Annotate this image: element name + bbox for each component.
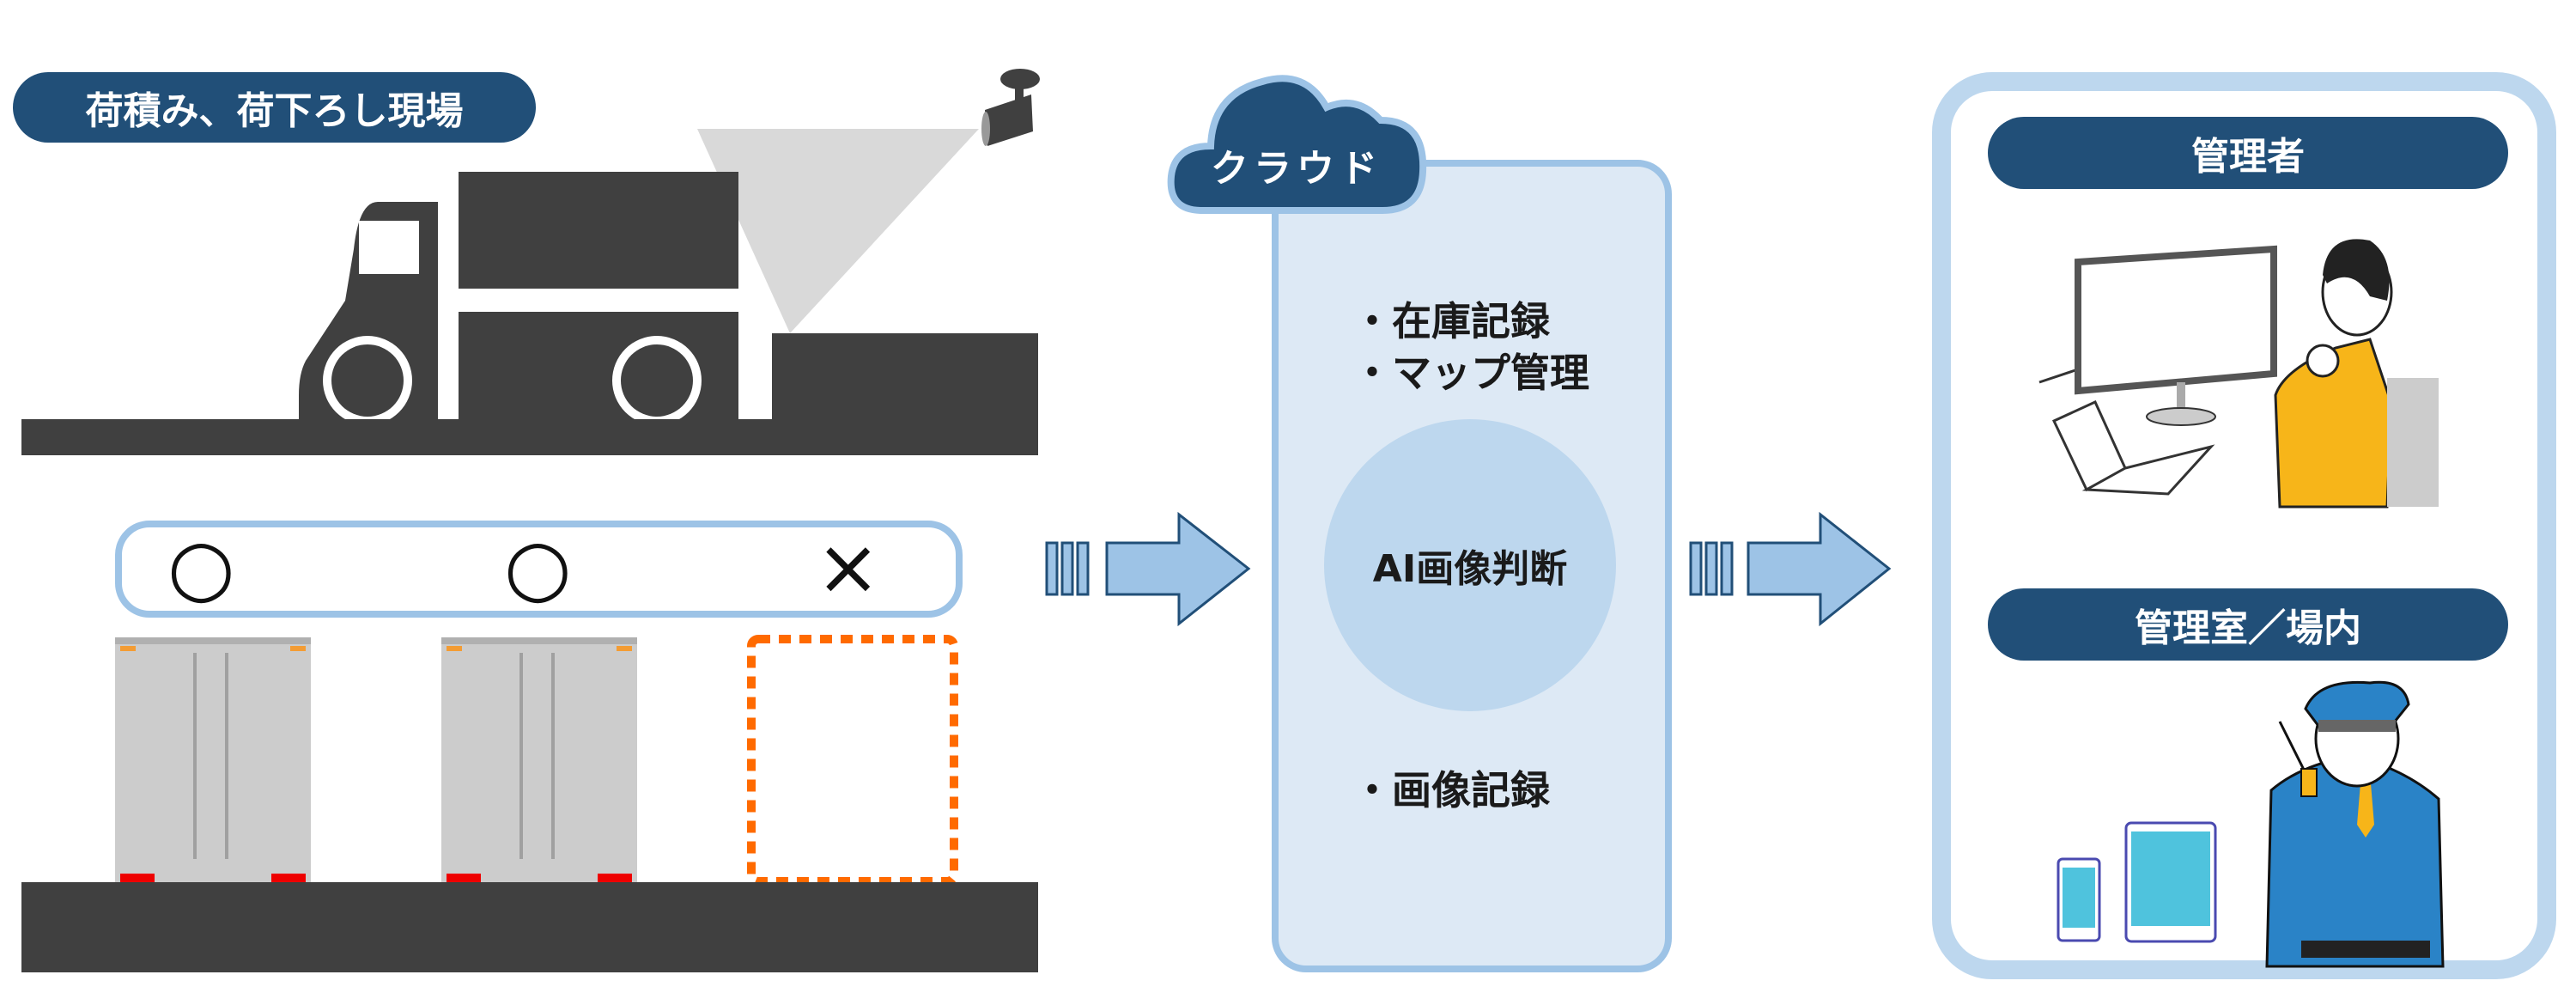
status-mark-2: ○: [504, 522, 572, 612]
cloud-label: クラウド: [1211, 147, 1382, 191]
loading-dock: [772, 333, 1038, 455]
control-room-label: 管理室／場内: [2135, 606, 2361, 650]
cloud-item-image-record: ・画像記録: [1352, 767, 1550, 813]
trailer-2-icon: [441, 637, 637, 886]
security-camera-icon: [981, 69, 1040, 146]
manager-pill: 管理者: [1988, 117, 2508, 189]
cloud-item-inventory: ・在庫記録: [1352, 298, 1550, 344]
destinations-panel: [1932, 72, 2556, 979]
monitor-icon: [2038, 245, 2277, 426]
cloud-item-map: ・マップ管理: [1352, 350, 1589, 396]
arrow-right-icon-2: [1689, 511, 1892, 627]
trailer-1-icon: [115, 637, 311, 886]
laptop-icon: [2051, 400, 2215, 496]
person-icon: [2274, 239, 2439, 509]
site-title-pill: 荷積み、荷下ろし現場: [13, 72, 536, 143]
empty-slot-outline: [747, 635, 958, 886]
arrow-right-icon-1: [1045, 511, 1251, 627]
manager-label: 管理者: [2191, 135, 2305, 179]
cloud-icon: [1167, 75, 1427, 214]
tablet-icon: [2124, 821, 2217, 943]
status-mark-1: ○: [167, 522, 235, 612]
ground-bottom: [21, 882, 1038, 972]
smartphone-icon: [2057, 857, 2101, 942]
security-guard-icon: [2265, 680, 2445, 968]
slot-status-panel: [115, 521, 963, 618]
truck-icon: [299, 172, 738, 427]
status-mark-3: ×: [816, 522, 881, 612]
site-title: 荷積み、荷下ろし現場: [85, 89, 464, 133]
camera-view-cone: [697, 129, 979, 333]
control-room-pill: 管理室／場内: [1988, 588, 2508, 661]
ai-judgement-label: AI画像判断: [1372, 547, 1568, 591]
ai-judgement-circle: AI画像判断: [1324, 419, 1616, 711]
